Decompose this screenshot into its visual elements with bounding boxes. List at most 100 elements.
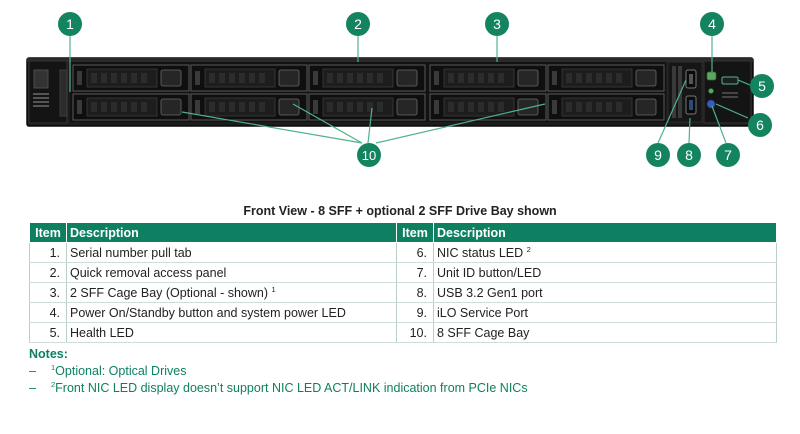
server-front-svg: 1 2 3 4 5 6 7 8 (26, 12, 774, 167)
item-number-text: 9. (416, 305, 427, 320)
callout-label: 3 (493, 16, 501, 32)
nic-status-led (708, 88, 714, 94)
chassis-bezel-top (27, 58, 753, 62)
item-number: 5. (29, 322, 67, 343)
item-description-text: 2 SFF Cage Bay (Optional - shown) (70, 285, 268, 300)
item-number-text: 4. (49, 305, 60, 320)
callout-2: 2 (346, 12, 370, 36)
item-description: 2 SFF Cage Bay (Optional - shown) 1 (66, 282, 397, 303)
footnote-superscript: 2 (526, 244, 531, 254)
notes-title: Notes: (29, 347, 68, 361)
item-number: 3. (29, 282, 67, 303)
item-description-text: Unit ID button/LED (437, 265, 542, 280)
note-superscript: 2 (51, 379, 56, 389)
callout-4: 4 (700, 12, 724, 36)
callout-label: 4 (708, 16, 716, 32)
server-front-diagram: 1 2 3 4 5 6 7 8 (0, 0, 800, 180)
item-description: Health LED (66, 322, 397, 343)
callout-7: 7 (716, 143, 740, 167)
drive-bay (190, 93, 308, 121)
callout-6: 6 (748, 113, 772, 137)
item-description-text: 8 SFF Cage Bay (437, 325, 530, 340)
callout-1: 1 (58, 12, 82, 36)
item-description: 8 SFF Cage Bay (433, 322, 777, 343)
item-number-text: 1. (49, 245, 60, 260)
item-description-text: iLO Service Port (437, 305, 529, 320)
callout-9: 9 (646, 143, 670, 167)
drive-bay (547, 64, 665, 92)
item-number: 10. (396, 322, 434, 343)
header-description-left: Description (66, 222, 397, 243)
drive-bay (308, 93, 426, 121)
item-number: 6. (396, 242, 434, 263)
table-row: 3. 2 SFF Cage Bay (Optional - shown) 1 8. U… (29, 282, 777, 303)
item-number-text: 7. (416, 265, 427, 280)
callout-label: 5 (758, 78, 766, 94)
item-description: Power On/Standby button and system power… (66, 302, 397, 323)
item-number: 9. (396, 302, 434, 323)
item-number: 8. (396, 282, 434, 303)
note-text: Front NIC LED display doesn’t support NI… (55, 381, 528, 395)
item-number-text: 3. (49, 285, 60, 300)
item-description: iLO Service Port (433, 302, 777, 323)
note-dash: – (29, 364, 36, 378)
callout-label: 9 (654, 147, 662, 163)
item-number: 4. (29, 302, 67, 323)
serial-pull-tab (59, 69, 68, 117)
item-description-text: NIC status LED (437, 245, 524, 260)
callout-10: 10 (357, 143, 381, 167)
item-description-table: Item Description Item Description 1. Seri… (29, 222, 777, 343)
drive-bay (429, 93, 547, 121)
table-row: 5. Health LED 10. 8 SFF Cage Bay (29, 322, 777, 343)
item-description-text: Health LED (70, 325, 134, 340)
item-number: 1. (29, 242, 67, 263)
health-led (721, 76, 739, 85)
note-item: –2Front NIC LED display doesn’t support … (29, 381, 528, 395)
drive-bay (72, 64, 190, 92)
item-number-text: 10. (409, 325, 427, 340)
uid-button (706, 99, 716, 109)
table-row: 4. Power On/Standby button and system pow… (29, 302, 777, 323)
item-number: 7. (396, 262, 434, 283)
callout-3: 3 (485, 12, 509, 36)
callout-label: 10 (362, 148, 376, 163)
item-description: USB 3.2 Gen1 port (433, 282, 777, 303)
footnote-superscript: 1 (271, 284, 276, 294)
drive-bays (72, 64, 665, 121)
note-superscript: 1 (51, 362, 56, 372)
item-description-text: Serial number pull tab (70, 245, 192, 260)
item-number-text: 8. (416, 285, 427, 300)
callout-label: 1 (66, 16, 74, 32)
table-row: 1. Serial number pull tab 6. NIC status LED… (29, 242, 777, 263)
drive-bay (308, 64, 426, 92)
callout-5: 5 (750, 74, 774, 98)
table-body: 1. Serial number pull tab 6. NIC status LED… (29, 242, 777, 343)
item-number-text: 6. (416, 245, 427, 260)
notes-section: Notes: – 1Optional: Optical Drives –2Fron… (29, 347, 528, 398)
header-item-left: Item (29, 222, 67, 243)
item-description: Unit ID button/LED (433, 262, 777, 283)
table-header-row: Item Description Item Description (29, 222, 777, 243)
item-number: 2. (29, 262, 67, 283)
header-description-right: Description (433, 222, 777, 243)
figure-caption: Front View - 8 SFF + optional 2 SFF Driv… (243, 204, 557, 218)
note-item: – 1Optional: Optical Drives (29, 364, 528, 378)
drive-bay (547, 93, 665, 121)
item-description-text: Power On/Standby button and system power… (70, 305, 346, 320)
callout-8: 8 (677, 143, 701, 167)
item-description: NIC status LED 2 (433, 242, 777, 263)
drive-bay (429, 64, 547, 92)
item-number-text: 2. (49, 265, 60, 280)
callout-label: 7 (724, 147, 732, 163)
item-description: Serial number pull tab (66, 242, 397, 263)
note-text: Optional: Optical Drives (55, 364, 187, 378)
callout-leader-lines (69, 36, 751, 144)
callout-label: 8 (685, 147, 693, 163)
power-button (706, 71, 717, 81)
header-item-right: Item (396, 222, 434, 243)
callout-label: 2 (354, 16, 362, 32)
callout-label: 6 (756, 117, 764, 133)
item-number-text: 5. (49, 325, 60, 340)
item-description-text: USB 3.2 Gen1 port (437, 285, 543, 300)
